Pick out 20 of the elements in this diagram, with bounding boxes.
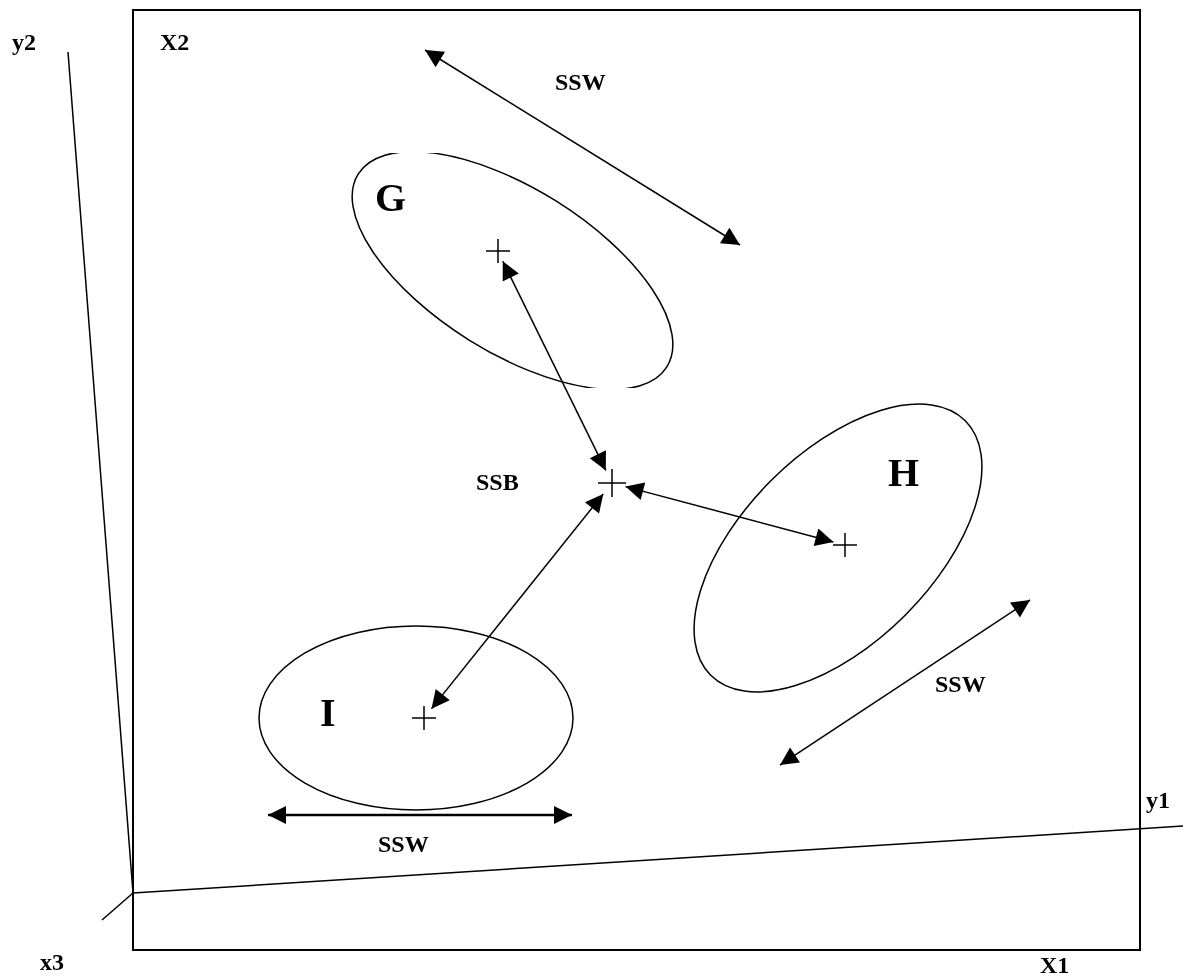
axis-label: SSW [555,70,606,94]
centroid-cross [833,533,857,557]
axis-label: X1 [1040,953,1070,977]
cluster-label: I [320,693,336,733]
arrow [502,260,607,472]
centroid-cross [598,469,626,497]
centroid-cross [485,238,510,263]
axis-label: SSW [935,672,986,696]
axis-label: SSW [378,832,429,856]
axis-label: y1 [1146,788,1170,812]
axis-label: SSB [476,470,519,494]
centroid-cross [412,706,436,730]
arrow [624,482,835,546]
cluster-label: H [888,453,920,493]
cluster-label: G [375,178,407,218]
axis-label: x3 [40,950,64,974]
arrow [430,493,604,710]
axis-label: X2 [160,30,190,54]
axis-label: y2 [12,30,36,54]
cluster-ellipse [258,625,574,811]
